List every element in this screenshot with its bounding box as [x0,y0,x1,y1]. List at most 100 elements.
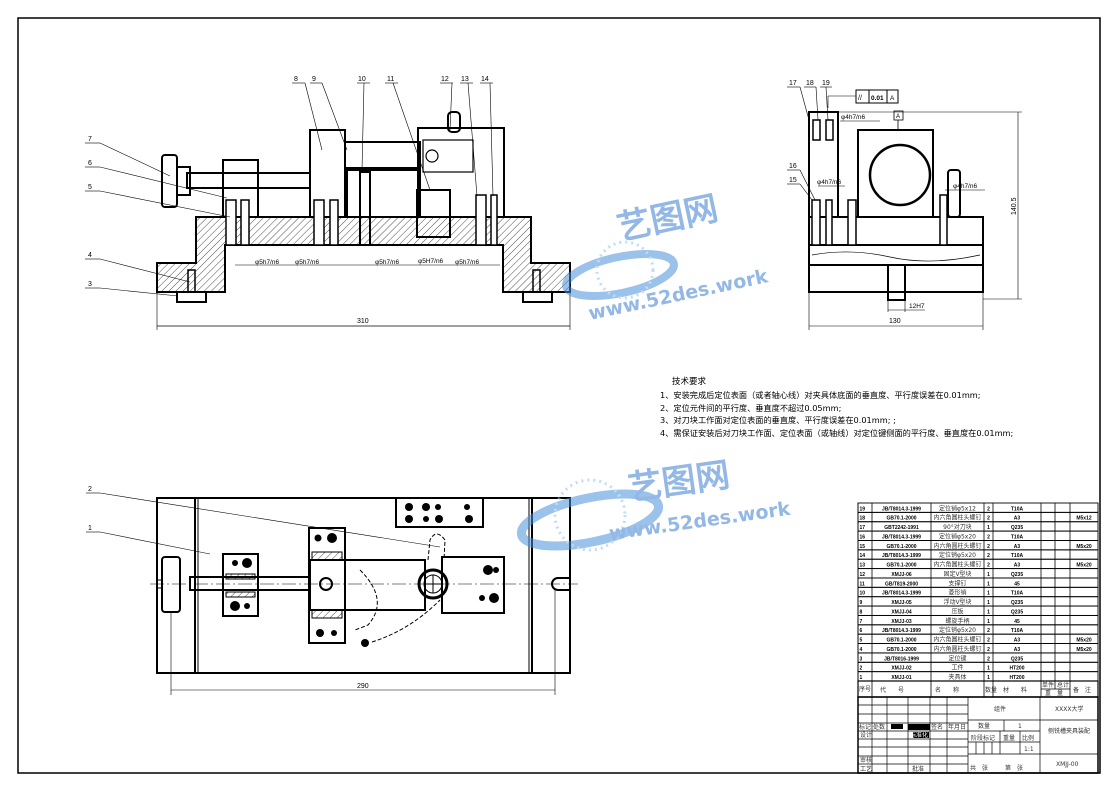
tech-req-item: 3、对刀块工作面对定位表面的垂直度、平行度误差在0.01mm; ; [660,415,896,425]
part-label: 3 [88,281,92,288]
fit-label: φ5H7/n6 [418,258,444,265]
part-label: 17 [789,80,797,87]
cell-name: 螺旋手柄 [945,617,969,625]
cell-no: 1 [860,675,863,681]
fixed-v-block-top [441,556,505,614]
cell-material: A3 [1014,647,1021,653]
parallelism-symbol: // [858,95,862,102]
cell-name: 定位销φ5x20 [939,551,976,559]
part-label: 9 [312,76,316,83]
tolerance-datum: A [890,95,895,102]
fit-label: φ5h7/n6 [455,259,479,266]
cell-material: HT200 [1009,675,1024,681]
cell-name: 90°对刀块 [943,523,972,531]
cell-material: T10A [1011,506,1024,512]
cell-material: Q235 [1011,609,1023,615]
header-unit: 单件 [1042,681,1054,689]
header-material: 材 料 [1003,686,1027,694]
diamond-pin [359,171,371,246]
cell-no: 19 [860,506,866,512]
part-label: 19 [822,80,830,87]
part-label: 14 [481,76,489,83]
tb-date: 年月日 [948,723,966,731]
base-bottom [808,264,984,293]
workpiece-top [417,568,449,600]
cell-material: A3 [1014,516,1021,522]
header-no: 序号 [859,685,871,693]
cell-code: GB70.1-2000 [886,563,916,569]
tb-stage-mark: 阶段标记 [971,734,995,742]
tb-scale: 1:1 [1024,746,1034,753]
cell-qty: 2 [987,534,990,540]
cell-qty: 1 [987,666,990,672]
floating-v-block [344,141,421,171]
part-label: 1 [88,525,92,532]
cell-qty: 1 [987,619,990,625]
setting-block-lever [447,111,461,133]
front-view: 310 φ5h7/n6 φ5h7/n6 φ5h7/n6 φ5H7/n6 φ5h7… [85,76,571,330]
geometric-tolerance-frame [855,89,899,104]
tolerance-value: 0.01 [871,95,884,102]
header-weight: 重 量 [1045,689,1063,697]
handwheel-top [161,556,181,613]
tech-req-title: 技术要求 [672,376,707,387]
locating-pin [947,169,961,218]
cell-no: 16 [860,534,866,540]
cell-material: T10A [1011,628,1024,634]
header-qty: 数量 [985,686,997,694]
cell-qty: 2 [987,544,990,550]
cell-remark: M5x20 [1076,638,1092,644]
cell-no: 11 [860,581,866,587]
fit-label: φ4h7/n6 [841,114,865,121]
cell-code: GBT2242-1991 [884,525,919,531]
cell-remark: M5x12 [1076,516,1092,522]
title-block: 标记 处数 签名 年月日 设计 标准化 审核 工艺 批准 组件 XXXX大学 数… [857,696,1099,774]
tb-sheet: 第 张 [1005,764,1023,772]
cell-material: 45 [1014,581,1020,587]
cell-no: 4 [860,647,863,653]
technical-requirements: 技术要求 1、安装完成后定位表面（或者轴心线）对夹具体底面的垂直度、平行度误差在… [660,376,1013,438]
cell-qty: 1 [987,609,990,615]
tb-process: 工艺 [860,765,872,773]
cell-material: A3 [1014,638,1021,644]
cell-name: 固定V型块 [943,570,971,578]
fit-label: φ5h7/n6 [255,259,279,266]
cell-no: 9 [860,600,863,606]
part-label: 5 [88,184,92,191]
cell-material: HT200 [1009,666,1024,672]
front-leaders [85,82,494,297]
datum-marker-label: A [896,114,900,120]
part-label: 16 [789,163,797,170]
front-screws [225,194,498,246]
cell-code: JB/T8014.3-1999 [882,534,921,540]
cell-no: 6 [860,628,863,634]
top-view: 290 2 1 [86,486,578,695]
cell-name: 定位销φ5x20 [939,626,976,634]
cell-name: 工件 [951,664,963,672]
part-label: 6 [88,160,92,167]
part-label: 12 [441,76,449,83]
cell-name: 定位键 [948,654,966,662]
cell-qty: 2 [987,506,990,512]
cell-no: 2 [860,666,863,672]
tb-design: 设计 [860,731,872,739]
cell-name: 内六角圆柱头螺钉 [933,542,981,550]
base-middle [808,244,984,266]
tech-req-item: 1、安装完成后定位表面（或者轴心线）对夹具体底面的垂直度、平行度误差在0.01m… [660,390,981,400]
cell-qty: 1 [987,572,990,578]
cell-code: XMJJ-04 [891,609,912,615]
side-dims [787,86,1022,330]
cell-code: JB/T8014.3-1999 [882,591,921,597]
fit-label: φ4h7/n6 [953,183,977,190]
base-plate-section [808,216,984,246]
break-line [811,251,981,262]
tb-sheets: 共 张 [970,764,988,772]
cell-no: 10 [860,591,866,597]
part-label: 7 [88,136,92,143]
